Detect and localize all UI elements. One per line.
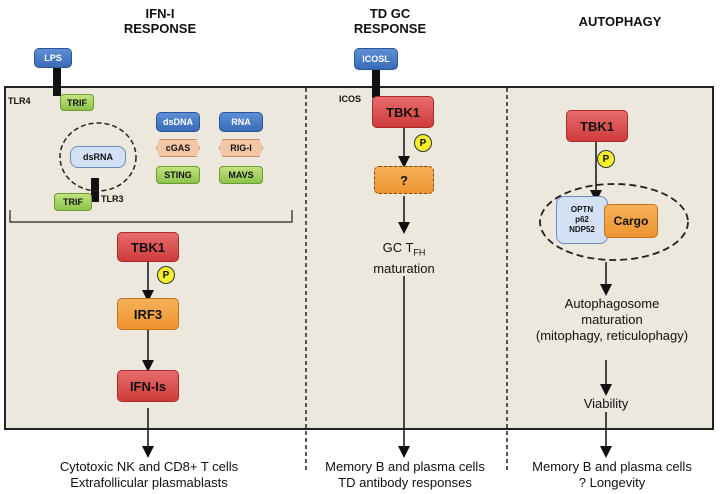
maturation-line2: maturation: [581, 312, 643, 327]
mavs-node: MAVS: [219, 166, 263, 184]
cargo-node: Cargo: [604, 204, 658, 238]
autophagy-outcome: Memory B and plasma cells ? Longevity: [512, 459, 712, 491]
tdgc-title: TD GC RESPONSE: [325, 6, 455, 36]
autophagosome-outline: [539, 183, 689, 261]
trif-top-node: TRIF: [60, 94, 94, 111]
unknown-intermediate-node: ?: [374, 166, 434, 194]
tlr3-label: TLR3: [101, 194, 124, 204]
ifn-tbk1-node: TBK1: [117, 232, 179, 262]
trif-bottom-node: TRIF: [54, 193, 92, 211]
sting-node: STING: [156, 166, 200, 184]
lps-node: LPS: [34, 48, 72, 68]
sensor-bracket: [9, 210, 293, 223]
autophagosome-maturation-label: Autophagosome maturation (mitophagy, ret…: [514, 296, 710, 344]
icos-receptor: [372, 68, 380, 98]
ifn-phospho-badge: P: [157, 266, 175, 284]
ifn-outcome-line1: Cytotoxic NK and CD8+ T cells: [59, 459, 239, 474]
tlr4-receptor: [53, 66, 61, 96]
maturation-line3: (mitophagy, reticulophagy): [535, 328, 689, 343]
tdgc-phospho-badge: P: [414, 134, 432, 152]
maturation-line1: Autophagosome: [564, 296, 660, 311]
rna-node: RNA: [219, 112, 263, 132]
tdgc-outcome-line2: TD antibody responses: [338, 475, 472, 490]
receptor-p62: p62: [575, 215, 589, 224]
autophagy-outcome-line2: ? Longevity: [578, 475, 646, 490]
autophagy-title-line1: AUTOPHAGY: [578, 14, 662, 29]
autophagy-phospho-badge: P: [597, 150, 615, 168]
icosl-node: ICOSL: [354, 48, 398, 70]
ifn-title-line2: RESPONSE: [123, 21, 197, 36]
gc-tfh-subscript: FH: [413, 247, 426, 258]
rigi-node: RIG-I: [219, 139, 263, 157]
tdgc-tbk1-node: TBK1: [372, 96, 434, 128]
tdgc-outcome: Memory B and plasma cells TD antibody re…: [310, 459, 500, 491]
ifn-outcome-line2: Extrafollicular plasmablasts: [70, 475, 228, 490]
ifn-outcome: Cytotoxic NK and CD8+ T cells Extrafolli…: [18, 459, 280, 491]
autophagy-outcome-line1: Memory B and plasma cells: [532, 459, 692, 474]
icos-label: ICOS: [339, 94, 362, 104]
autophagy-title: AUTOPHAGY: [550, 14, 690, 29]
gc-tfh-main: GC T: [382, 240, 414, 255]
tdgc-title-line1: TD GC: [369, 6, 411, 21]
tdgc-title-line2: RESPONSE: [353, 21, 427, 36]
tlr3-receptor: [91, 178, 99, 202]
irf3-node: IRF3: [117, 298, 179, 330]
gc-tfh-line1: GC TFH: [344, 240, 464, 261]
autophagy-receptors-node: OPTN p62 NDP52: [556, 196, 608, 244]
receptor-optn: OPTN: [570, 205, 594, 214]
gc-tfh-maturation-label: GC TFH maturation: [344, 240, 464, 277]
ifnis-node: IFN-Is: [117, 370, 179, 402]
endosome-outline: [59, 122, 137, 192]
tlr4-label: TLR4: [8, 96, 31, 106]
viability-label: Viability: [583, 396, 629, 411]
cgas-node: cGAS: [156, 139, 200, 157]
ifn-title: IFN-I RESPONSE: [95, 6, 225, 36]
tdgc-outcome-line1: Memory B and plasma cells: [325, 459, 485, 474]
receptor-ndp52: NDP52: [569, 225, 595, 234]
ifn-title-line1: IFN-I: [145, 6, 175, 21]
autophagy-tbk1-node: TBK1: [566, 110, 628, 142]
dsrna-node: dsRNA: [70, 146, 126, 168]
dsdna-node: dsDNA: [156, 112, 200, 132]
gc-tfh-line2: maturation: [373, 260, 435, 276]
